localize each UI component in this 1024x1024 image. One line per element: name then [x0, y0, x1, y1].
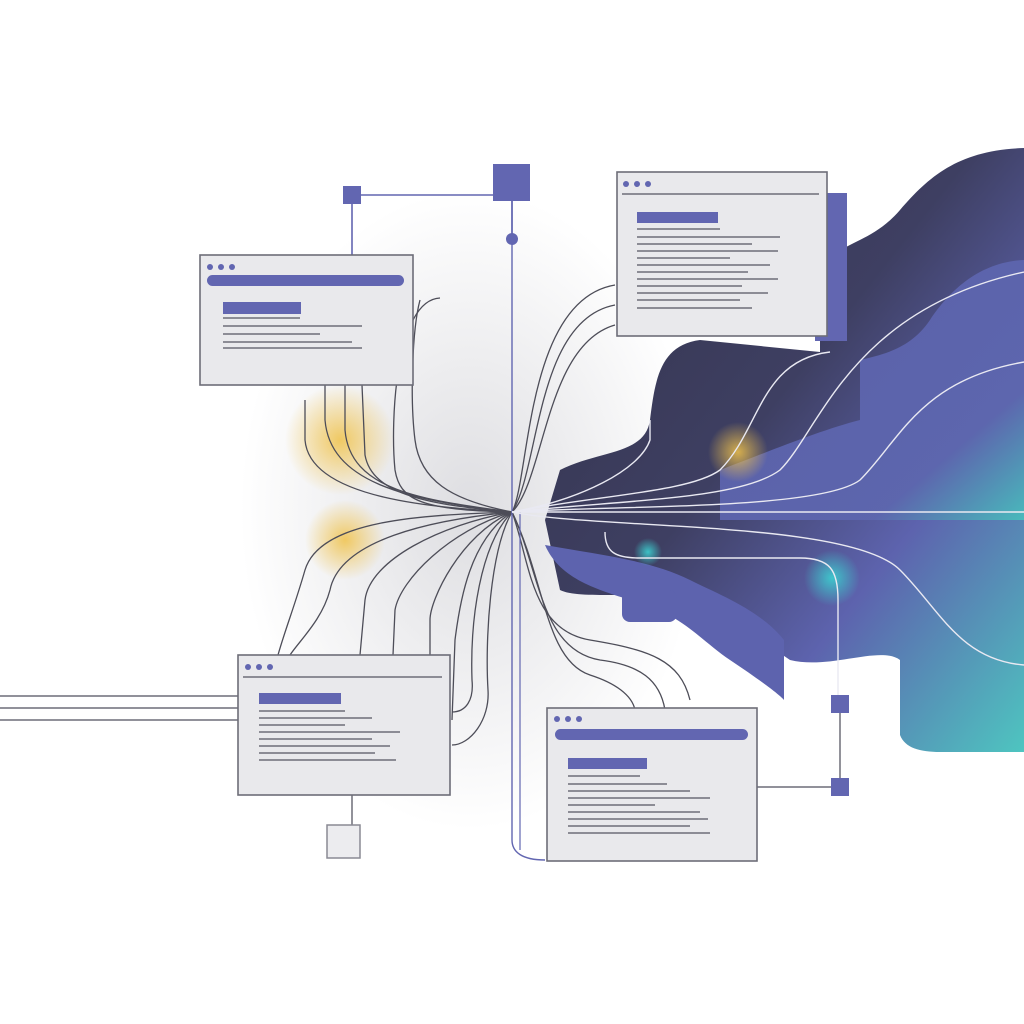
window-text-lines: [637, 228, 780, 309]
outline-square-node-icon: [326, 824, 361, 859]
lower-right-curves: [511, 511, 691, 711]
purple-tab-shape: [622, 590, 677, 622]
browser-window-top-right: [616, 171, 828, 337]
three-dot-window-controls-icon: [554, 716, 582, 722]
vertical-spine-line: [511, 200, 546, 861]
right-flow-lines: [511, 271, 1024, 700]
dot-connector-icon: [506, 233, 518, 245]
lower-left-curves: [277, 511, 513, 746]
window-heading-bar: [259, 693, 341, 704]
window-heading-bar: [637, 212, 718, 223]
three-dot-window-controls-icon: [623, 181, 651, 187]
purple-band-shape: [720, 260, 1024, 520]
yellow-glow-2: [305, 500, 385, 580]
teal-glow-2: [634, 538, 662, 566]
window-heading-bar: [568, 758, 647, 769]
yellow-glow-3: [708, 422, 768, 482]
square-node-icon: [831, 778, 849, 796]
window-text-lines: [223, 317, 362, 349]
right-connectors: [757, 712, 841, 788]
three-dot-window-controls-icon: [245, 664, 273, 670]
purple-flow-shape: [545, 545, 784, 700]
window-text-lines: [259, 710, 400, 761]
top-connectors: [351, 194, 513, 255]
browser-window-top-left: [199, 254, 414, 386]
window-text-lines: [568, 775, 710, 834]
browser-window-bottom-left: [237, 654, 451, 796]
window-heading-bar: [223, 302, 301, 314]
left-input-lines: [0, 695, 238, 721]
upper-right-curves: [511, 284, 616, 513]
yellow-glow: [285, 385, 395, 495]
window-address-bar: [555, 729, 748, 740]
teal-glow: [804, 550, 860, 606]
window-address-bar: [207, 275, 404, 286]
square-node-icon: [343, 186, 361, 204]
square-node-icon: [831, 695, 849, 713]
square-node-icon: [493, 164, 530, 201]
browser-window-bottom-right: [546, 707, 758, 862]
three-dot-window-controls-icon: [207, 264, 235, 270]
